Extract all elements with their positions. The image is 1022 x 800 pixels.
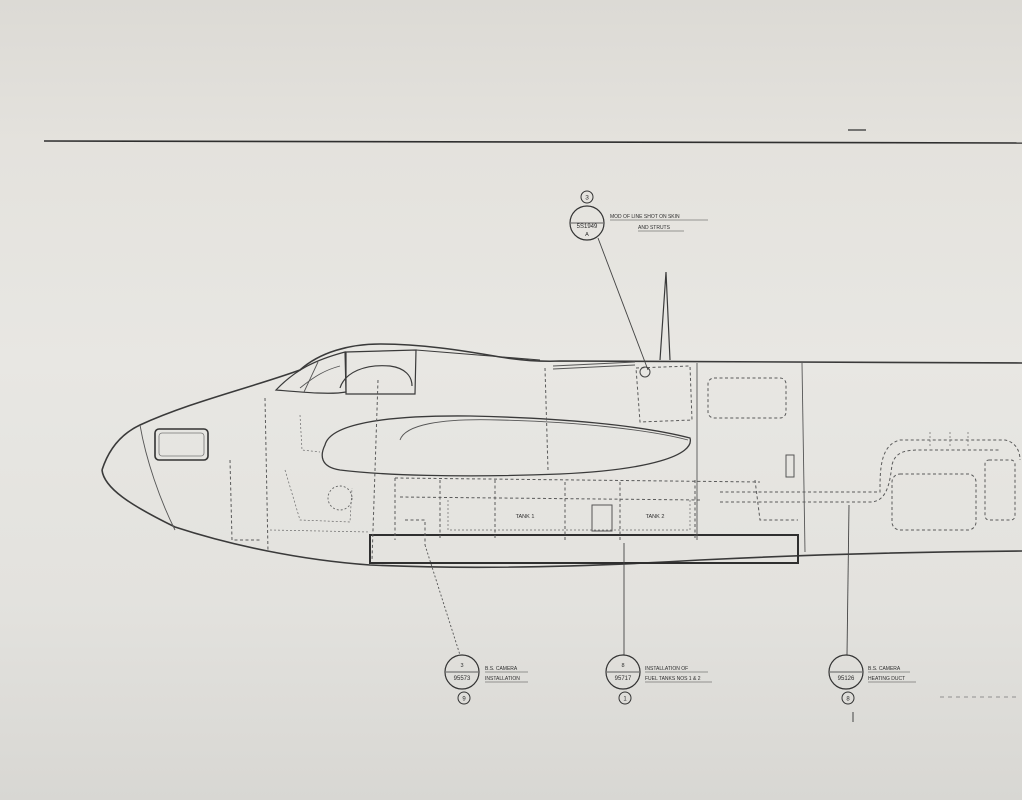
wing-root bbox=[321, 415, 691, 477]
callout-2-sheet: 8 bbox=[621, 663, 624, 669]
callout-1: 3 95573 9 B.S. CAMERA INSTALLATION bbox=[444, 654, 528, 705]
callout-1-zone: 9 bbox=[462, 697, 466, 703]
callout-3-number: 95126 bbox=[838, 676, 855, 682]
callout-top-note-1: MOD OF LINE SHOT ON SKIN bbox=[610, 214, 680, 220]
fuselage-outline bbox=[101, 271, 1022, 569]
callout-top-sheet: 3 bbox=[585, 195, 589, 202]
callout-2-note-1: INSTALLATION OF bbox=[645, 666, 688, 672]
callout-2: 8 95717 1 INSTALLATION OF FUEL TANKS NOS… bbox=[605, 654, 712, 705]
callout-3-note-2: HEATING DUCT bbox=[868, 676, 905, 682]
callout-2-note-2: FUEL TANKS NOS 1 & 2 bbox=[645, 676, 701, 682]
callout-3-note-1: B.S. CAMERA bbox=[868, 666, 901, 672]
callout-top-number: 5S1949 bbox=[577, 224, 598, 230]
lower-bay bbox=[369, 477, 799, 564]
border-rule bbox=[43, 140, 1022, 144]
leader-lines bbox=[424, 237, 850, 656]
tank-label-1: TANK 1 bbox=[516, 514, 535, 520]
callout-1-note-2: INSTALLATION bbox=[485, 676, 520, 682]
callout-top: 3 5S1949 A MOD OF LINE SHOT ON SKIN AND … bbox=[569, 190, 708, 241]
callout-3-zone: 8 bbox=[846, 697, 850, 703]
callout-top-zone: A bbox=[585, 232, 589, 238]
callout-3: 95126 8 B.S. CAMERA HEATING DUCT bbox=[828, 654, 916, 705]
callout-1-sheet: 3 bbox=[460, 663, 463, 669]
callout-1-note-1: B.S. CAMERA bbox=[485, 666, 518, 672]
tank-label-2: TANK 2 bbox=[646, 514, 665, 520]
callout-1-number: 95573 bbox=[454, 676, 471, 682]
callout-2-number: 95717 bbox=[615, 676, 632, 682]
heating-duct bbox=[720, 432, 1021, 531]
nose-window bbox=[154, 428, 209, 461]
callout-top-note-2: AND STRUTS bbox=[638, 225, 671, 231]
frames bbox=[229, 362, 806, 561]
callout-2-zone: 1 bbox=[623, 697, 627, 703]
